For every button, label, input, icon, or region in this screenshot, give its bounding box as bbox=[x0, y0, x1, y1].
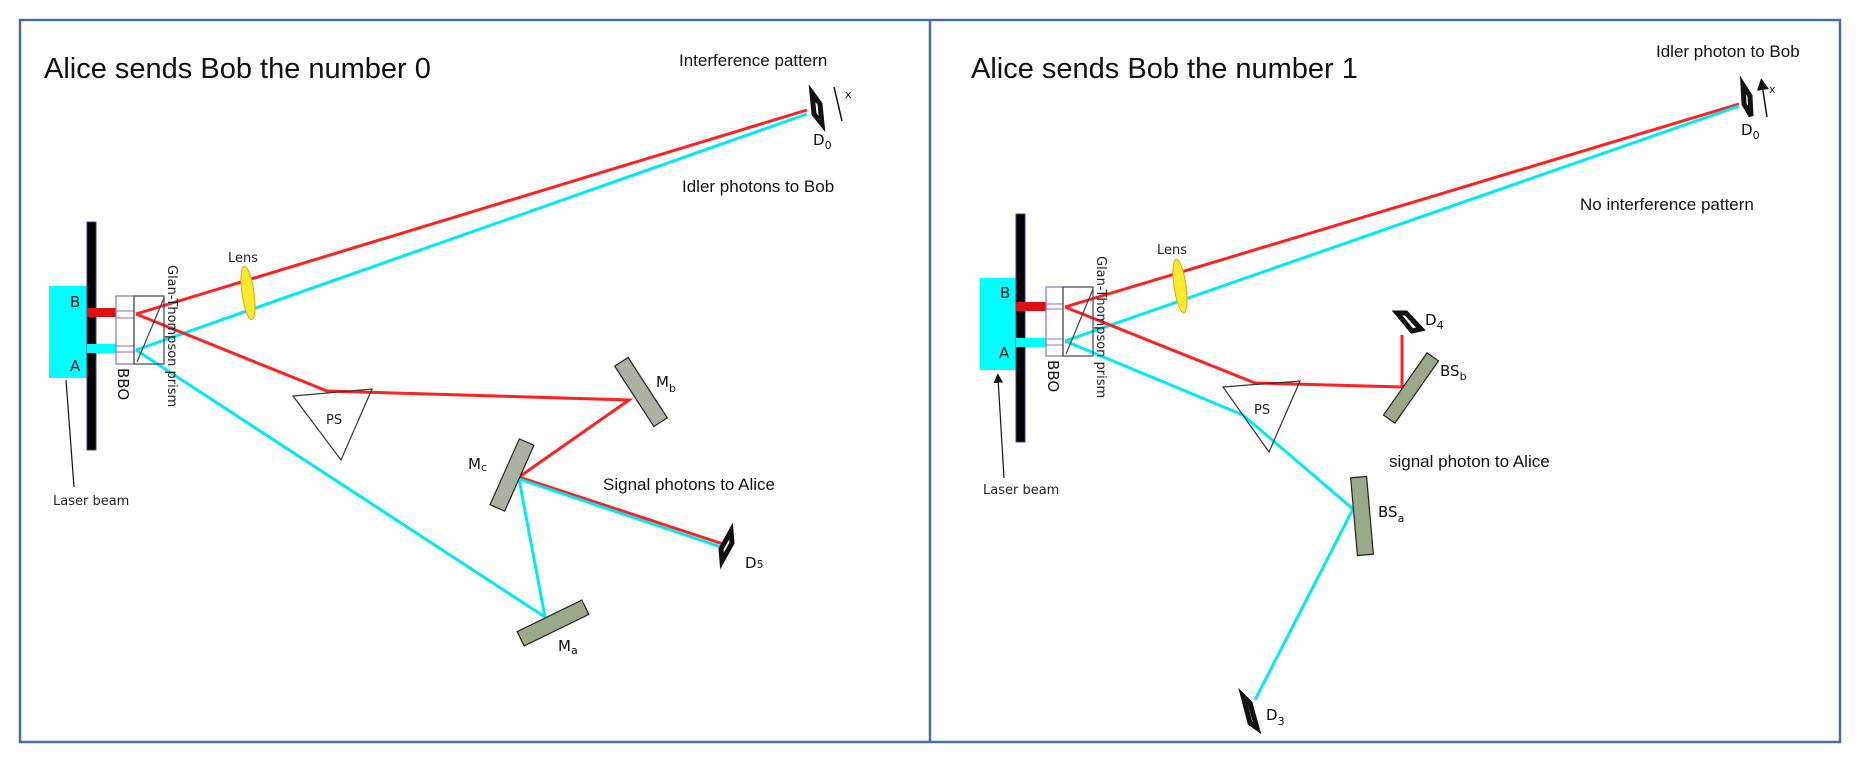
mirror-c-label: Mc bbox=[468, 455, 487, 474]
x-axis-marker-left bbox=[833, 86, 843, 122]
x-axis-label-left: x bbox=[845, 88, 852, 101]
detector-d3 bbox=[1238, 687, 1262, 735]
laser-source-box bbox=[49, 286, 87, 378]
laser-label-arrow-right bbox=[993, 373, 1005, 479]
double-slit-bar-right bbox=[1015, 213, 1026, 443]
ps-prism bbox=[291, 388, 373, 462]
mirror-a-label: Ma bbox=[558, 637, 578, 657]
slit-b-label-right: B bbox=[1000, 284, 1010, 302]
lens bbox=[240, 265, 256, 321]
ps-prism-right bbox=[1221, 380, 1301, 454]
laser-beam-label: Laser beam bbox=[53, 494, 129, 509]
red-signal-path-right bbox=[1064, 305, 1404, 389]
slit-b-label: B bbox=[70, 293, 80, 311]
cyan-beam-to-d0-right bbox=[1064, 104, 1740, 343]
red-signal-path bbox=[135, 312, 727, 547]
no-interference-caption: No interference pattern bbox=[1580, 195, 1754, 214]
slit-a-label-right: A bbox=[999, 344, 1010, 362]
idler-photons-caption: Idler photons to Bob bbox=[682, 177, 834, 196]
double-slit-bar bbox=[86, 221, 97, 451]
detector-d0-left-label: D0 bbox=[813, 131, 832, 152]
laser-beam-label-right: Laser beam bbox=[983, 483, 1059, 498]
beamsplitter-b bbox=[1382, 352, 1440, 424]
signal-photons-caption: Signal photons to Alice bbox=[603, 475, 775, 494]
right-panel: Alice sends Bob the number 1 Idler photo… bbox=[971, 42, 1800, 735]
ps-label-right: PS bbox=[1254, 403, 1270, 418]
prism-label-right: Glan-Thompson prism bbox=[1093, 256, 1108, 398]
left-panel: Alice sends Bob the number 0 Interferenc… bbox=[44, 51, 852, 657]
prism-label: Glan-Thompson prism bbox=[164, 265, 179, 407]
interference-pattern-caption: Interference pattern bbox=[679, 51, 827, 70]
right-panel-title: Alice sends Bob the number 1 bbox=[971, 53, 1358, 85]
bbo-label: BBO bbox=[114, 368, 132, 400]
red-beam-to-d0 bbox=[135, 108, 808, 316]
glan-thompson-prism bbox=[133, 295, 165, 365]
lens-label-right: Lens bbox=[1157, 243, 1187, 258]
slit-a-beam-right bbox=[1016, 338, 1046, 347]
beamsplitter-a bbox=[1349, 475, 1375, 557]
detector-d3-label: D3 bbox=[1266, 706, 1285, 728]
cyan-signal-path bbox=[135, 348, 725, 621]
lens-label: Lens bbox=[228, 251, 258, 266]
mirror-b-label: Mb bbox=[656, 373, 676, 395]
detector-d5-label: D5 bbox=[745, 554, 764, 572]
mirror-c bbox=[489, 438, 535, 512]
beamsplitter-b-label: BSb bbox=[1440, 362, 1467, 383]
bbo-label-right: BBO bbox=[1044, 360, 1062, 392]
slit-a-label: A bbox=[70, 357, 81, 375]
bbo-crystal-right bbox=[1045, 286, 1064, 357]
cyan-beam-to-d0 bbox=[135, 112, 808, 352]
laser-label-pointer bbox=[65, 379, 75, 488]
cyan-signal-path-right bbox=[1064, 339, 1355, 701]
x-axis-arrow-right bbox=[1756, 78, 1769, 118]
detector-d0-left bbox=[808, 84, 826, 133]
bbo-crystal bbox=[115, 295, 135, 365]
signal-photon-caption: signal photon to Alice bbox=[1389, 452, 1550, 471]
detector-d0-right bbox=[1740, 75, 1754, 118]
slit-b-beam bbox=[87, 308, 117, 317]
idler-photon-caption: Idler photon to Bob bbox=[1656, 42, 1800, 61]
glan-thompson-prism-right bbox=[1062, 286, 1094, 357]
detector-d5 bbox=[718, 522, 735, 570]
laser-source-box-right bbox=[980, 278, 1017, 370]
lens-right bbox=[1172, 258, 1188, 314]
mirror-b bbox=[613, 356, 669, 428]
left-panel-title: Alice sends Bob the number 0 bbox=[44, 53, 431, 85]
beamsplitter-a-label: BSa bbox=[1378, 503, 1404, 525]
detector-d0-right-label: D0 bbox=[1741, 121, 1760, 142]
slit-b-beam-right bbox=[1016, 302, 1046, 311]
detector-d4 bbox=[1391, 310, 1426, 334]
ps-label: PS bbox=[326, 413, 342, 428]
detector-d4-label: D4 bbox=[1425, 311, 1444, 332]
mirror-a bbox=[516, 599, 590, 647]
slit-a-beam bbox=[87, 344, 117, 353]
x-axis-label-right: x bbox=[1769, 83, 1776, 96]
